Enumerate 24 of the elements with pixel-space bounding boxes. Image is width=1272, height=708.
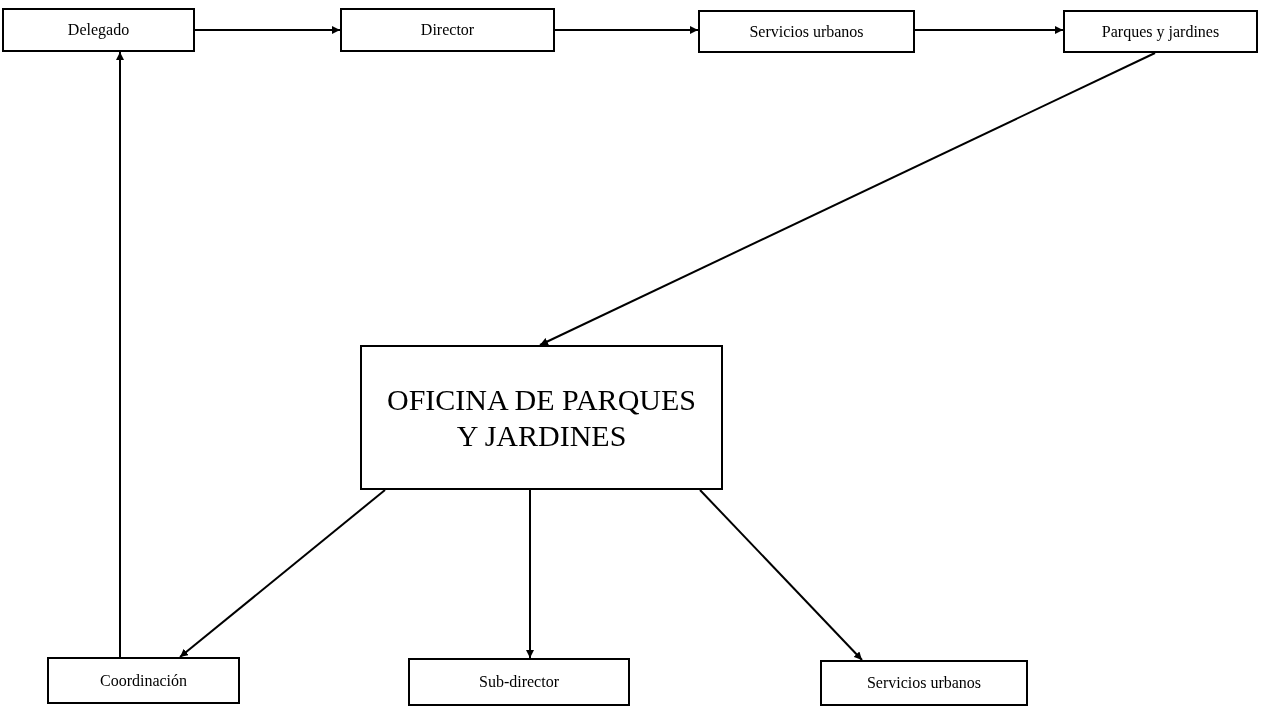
process-box xyxy=(360,345,723,490)
process-box xyxy=(698,10,915,53)
arrow xyxy=(179,489,386,658)
box-label: Servicios urbanos xyxy=(749,22,864,41)
arrow xyxy=(914,26,1064,34)
arrow xyxy=(526,489,534,659)
box-label: Coordinación xyxy=(99,671,188,690)
process-box xyxy=(47,657,240,704)
box-label: OFICINA DE PARQUES Y JARDINES xyxy=(386,381,697,454)
process-box xyxy=(340,8,555,52)
arrow xyxy=(194,26,341,34)
process-box xyxy=(2,8,195,52)
arrow xyxy=(554,26,699,34)
arrow xyxy=(116,51,124,658)
arrow xyxy=(699,489,863,661)
box-label: Director xyxy=(420,21,475,39)
box-label: Parques y jardines xyxy=(1101,22,1220,41)
box-label: Delegado xyxy=(67,21,130,39)
arrow xyxy=(539,52,1156,346)
box-label: Sub-director xyxy=(479,673,559,691)
process-box xyxy=(408,658,630,706)
box-label: Servicios urbanos xyxy=(866,674,982,692)
process-box xyxy=(1063,10,1258,53)
process-box xyxy=(820,660,1028,706)
